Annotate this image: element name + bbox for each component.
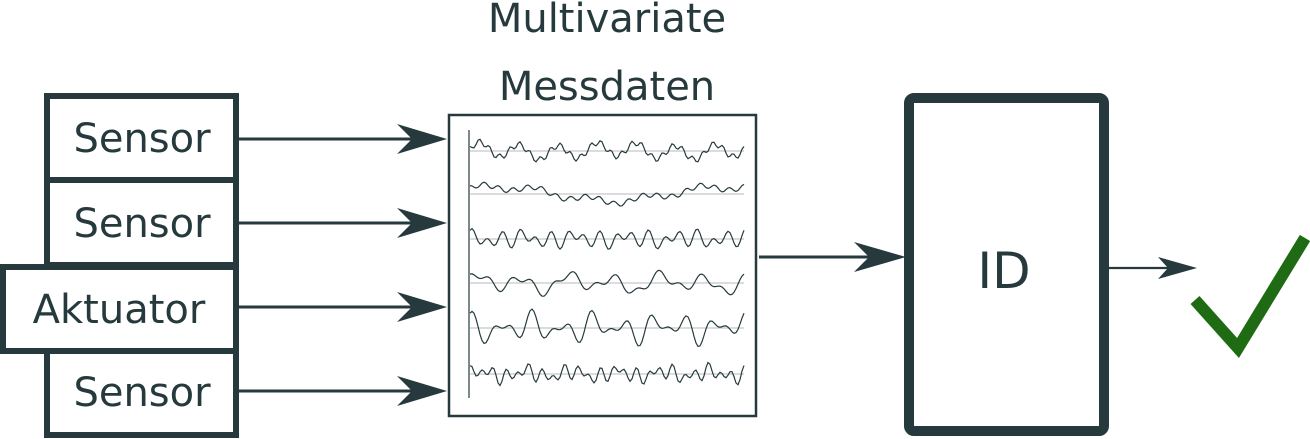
check-mark-icon xyxy=(1190,234,1310,359)
input-label-1: Sensor xyxy=(73,116,211,162)
arrow-to-result xyxy=(1108,257,1197,279)
data-panel-frame xyxy=(447,113,758,418)
title-line-1: Multivariate xyxy=(488,0,726,42)
id-box xyxy=(904,93,1109,436)
arrow-input-2 xyxy=(239,208,447,238)
signal-trace-2 xyxy=(469,181,745,207)
signal-trace-4 xyxy=(469,269,745,297)
input-label-2: Sensor xyxy=(73,201,211,247)
arrow-to-id xyxy=(759,242,906,272)
input-box-sensor-3 xyxy=(44,348,239,438)
id-box-label: ID xyxy=(977,242,1030,300)
input-label-4: Sensor xyxy=(73,370,211,416)
arrow-input-3 xyxy=(239,292,447,322)
signal-trace-1 xyxy=(469,138,745,163)
signal-trace-3 xyxy=(469,227,745,250)
arrow-input-4 xyxy=(239,376,447,406)
signal-traces xyxy=(469,138,745,387)
input-stack: Sensor Sensor Aktuator Sensor xyxy=(0,93,239,438)
multivariate-data-panel xyxy=(447,113,758,418)
title-line-2: Messdaten xyxy=(499,64,715,110)
signal-trace-5 xyxy=(469,308,745,348)
arrow-input-1 xyxy=(239,124,447,154)
signal-trace-6 xyxy=(469,361,745,387)
input-label-3: Aktuator xyxy=(33,287,206,333)
